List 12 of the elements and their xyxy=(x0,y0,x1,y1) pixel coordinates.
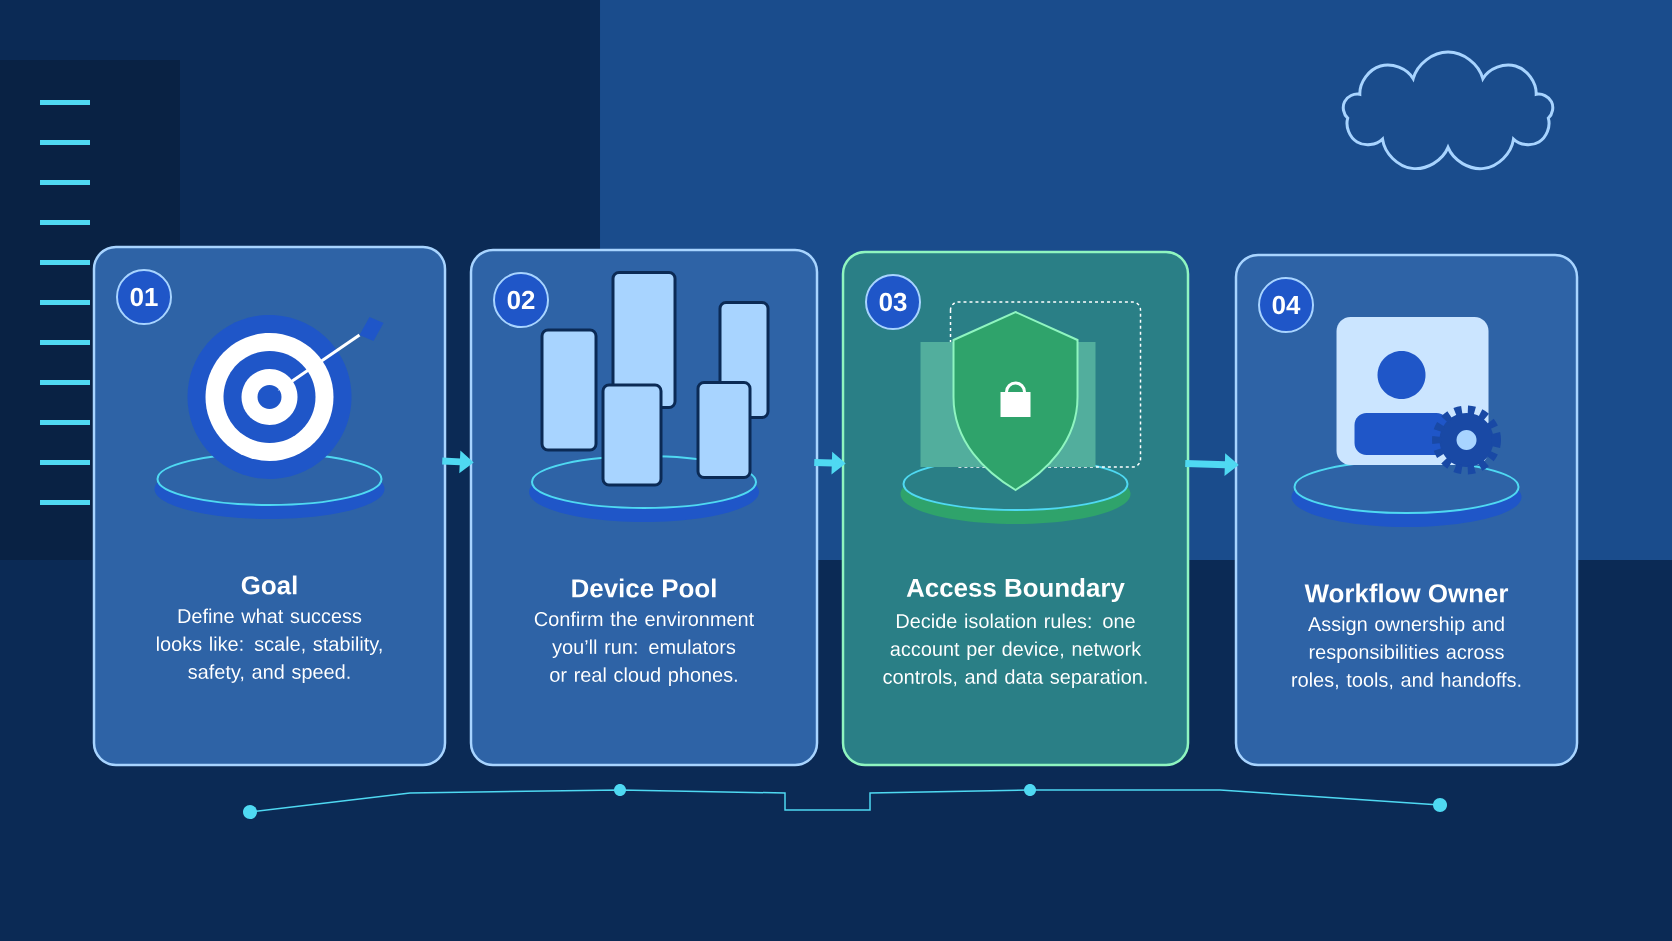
card-title: Access Boundary xyxy=(906,577,1125,603)
card-description: Assign ownership and responsibilities across roles, tools, and handoffs. xyxy=(1292,616,1521,690)
number-badge: 04 xyxy=(1258,277,1314,333)
card-title: Goal xyxy=(241,575,297,595)
card-title: Workflow Owner xyxy=(1304,583,1509,603)
number-badge: 03 xyxy=(865,274,921,330)
card-title: Device Pool xyxy=(572,578,716,598)
number-badge: 01 xyxy=(116,269,172,325)
card-description: Decide isolation rules: one account per device, network controls, and data separation. xyxy=(883,613,1147,688)
card-description: Define what success looks like: scale, stability, safety, and speed. xyxy=(156,608,382,683)
card-description: Confirm the environment you’ll run: emulators or real cloud phones. xyxy=(534,611,754,686)
number-badge: 02 xyxy=(493,272,549,328)
